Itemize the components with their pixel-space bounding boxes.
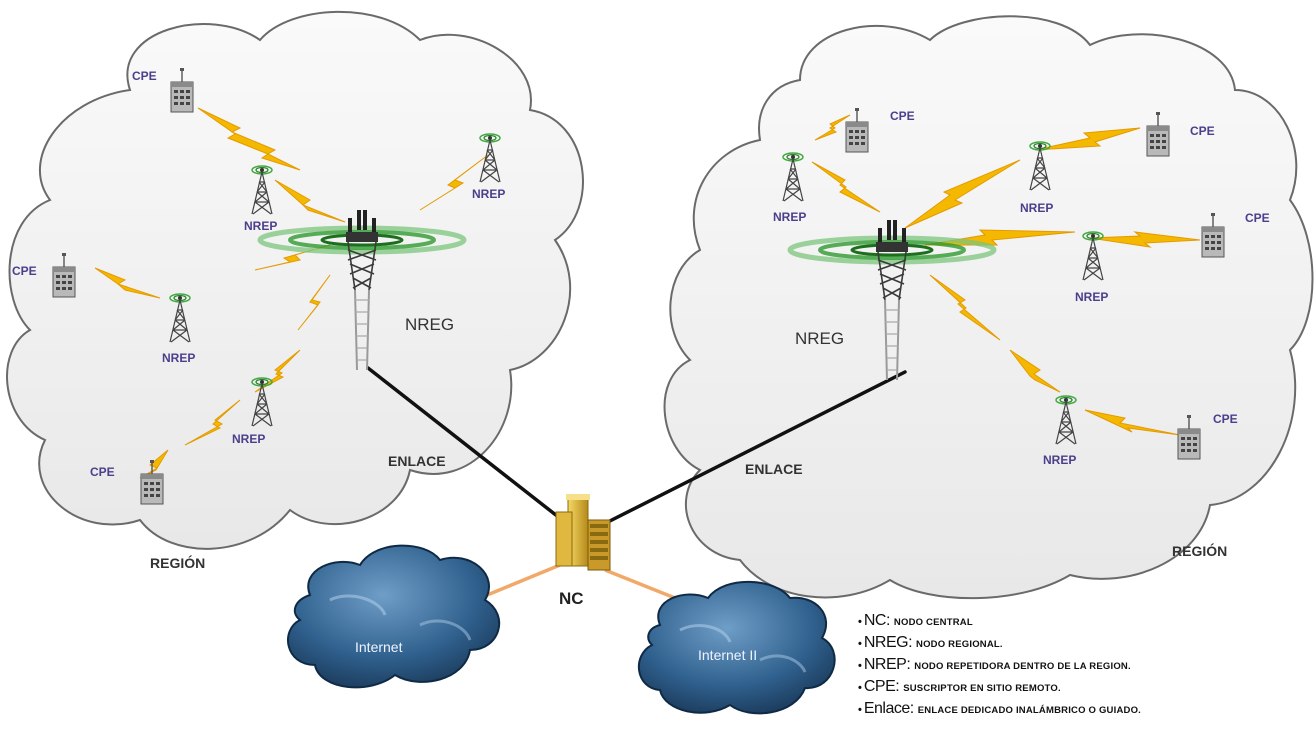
nrep-label: NREP	[1075, 290, 1108, 304]
cpe-label: CPE	[12, 264, 37, 278]
legend-key: NREG:	[863, 634, 913, 651]
legend-key: NC:	[863, 612, 891, 629]
legend-value: Enlace dedicado inalámbrico o guiado.	[917, 705, 1141, 716]
cpe-label: CPE	[90, 465, 115, 479]
nrep-label: NREP	[1043, 453, 1076, 467]
legend-row: • Enlace: Enlace dedicado inalámbrico o …	[858, 700, 1308, 722]
nrep-label: NREP	[472, 187, 505, 201]
region-cloud-right	[663, 15, 1314, 600]
legend-key: Enlace:	[863, 700, 914, 717]
cpe-label: CPE	[890, 109, 915, 123]
bullet-icon: •	[858, 660, 862, 672]
enlace-label: ENLACE	[388, 453, 446, 469]
nc-building-icon	[555, 494, 611, 571]
nrep-label: NREP	[773, 210, 806, 224]
region-label: REGIÓN	[150, 554, 205, 571]
nrep-label: NREP	[162, 351, 195, 365]
nreg-label: NREG	[405, 315, 454, 334]
backbone-links	[366, 366, 907, 532]
bullet-icon: •	[858, 616, 862, 628]
region-cloud-left	[6, 10, 584, 550]
legend-value: Nodo Central	[893, 617, 973, 628]
bullet-icon: •	[858, 682, 862, 694]
legend-row: • NC: Nodo Central	[858, 612, 1308, 634]
legend-key: NREP:	[863, 656, 911, 673]
cpe-label: CPE	[1245, 211, 1270, 225]
cpe-label: CPE	[1190, 124, 1215, 138]
nc-label: NC	[559, 589, 584, 608]
nrep-label: NREP	[1020, 201, 1053, 215]
bullet-icon: •	[858, 638, 862, 650]
legend-row: • CPE: Suscriptor en sitio remoto.	[858, 678, 1308, 700]
internet2-label: Internet II	[698, 647, 757, 663]
legend-value: Nodo Regional.	[916, 639, 1003, 650]
nreg-label: NREG	[795, 329, 844, 348]
nrep-label: NREP	[232, 432, 265, 446]
region-label: REGIÓN	[1172, 542, 1227, 559]
wireless-links-left	[94, 107, 489, 479]
legend-row: • NREG: Nodo Regional.	[858, 634, 1308, 656]
internet-label: Internet	[355, 639, 403, 655]
nrep-label: NREP	[244, 219, 277, 233]
legend-value: Suscriptor en sitio remoto.	[903, 683, 1061, 694]
internet2-cloud	[637, 580, 836, 715]
legend: • NC: Nodo Central • NREG: Nodo Regional…	[858, 612, 1308, 722]
legend-value: Nodo Repetidora dentro de la region.	[914, 661, 1131, 672]
enlace-label: ENLACE	[745, 461, 803, 477]
cpe-label: CPE	[132, 69, 157, 83]
internet-cloud	[287, 544, 501, 689]
wireless-links-right	[811, 114, 1201, 436]
bullet-icon: •	[858, 704, 862, 716]
legend-key: CPE:	[863, 678, 900, 695]
legend-row: • NREP: Nodo Repetidora dentro de la reg…	[858, 656, 1308, 678]
cpe-label: CPE	[1213, 412, 1238, 426]
